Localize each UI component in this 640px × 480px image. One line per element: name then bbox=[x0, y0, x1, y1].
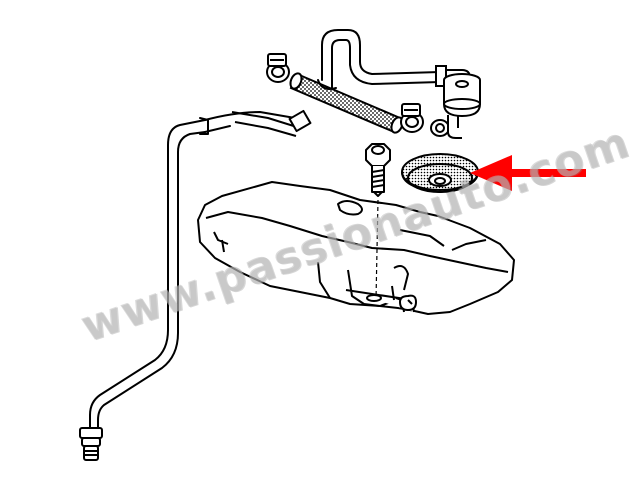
tank-mounting-bolt bbox=[365, 143, 391, 197]
hose-clamp bbox=[430, 119, 450, 137]
overflow-pipe bbox=[89, 111, 296, 433]
expansion-tank bbox=[197, 181, 515, 315]
vent-hose bbox=[317, 29, 441, 90]
breather-hose bbox=[289, 72, 404, 134]
hose-clamp bbox=[400, 103, 424, 133]
check-valve bbox=[435, 65, 481, 139]
highlight-arrow bbox=[470, 155, 586, 191]
connecting-hose bbox=[231, 109, 312, 137]
pipe-end-fitting bbox=[79, 427, 103, 461]
hose-clamp bbox=[266, 53, 290, 83]
alignment-line bbox=[375, 199, 379, 301]
rubber-grommet-washer bbox=[401, 153, 479, 194]
bolt-seat bbox=[366, 294, 382, 302]
